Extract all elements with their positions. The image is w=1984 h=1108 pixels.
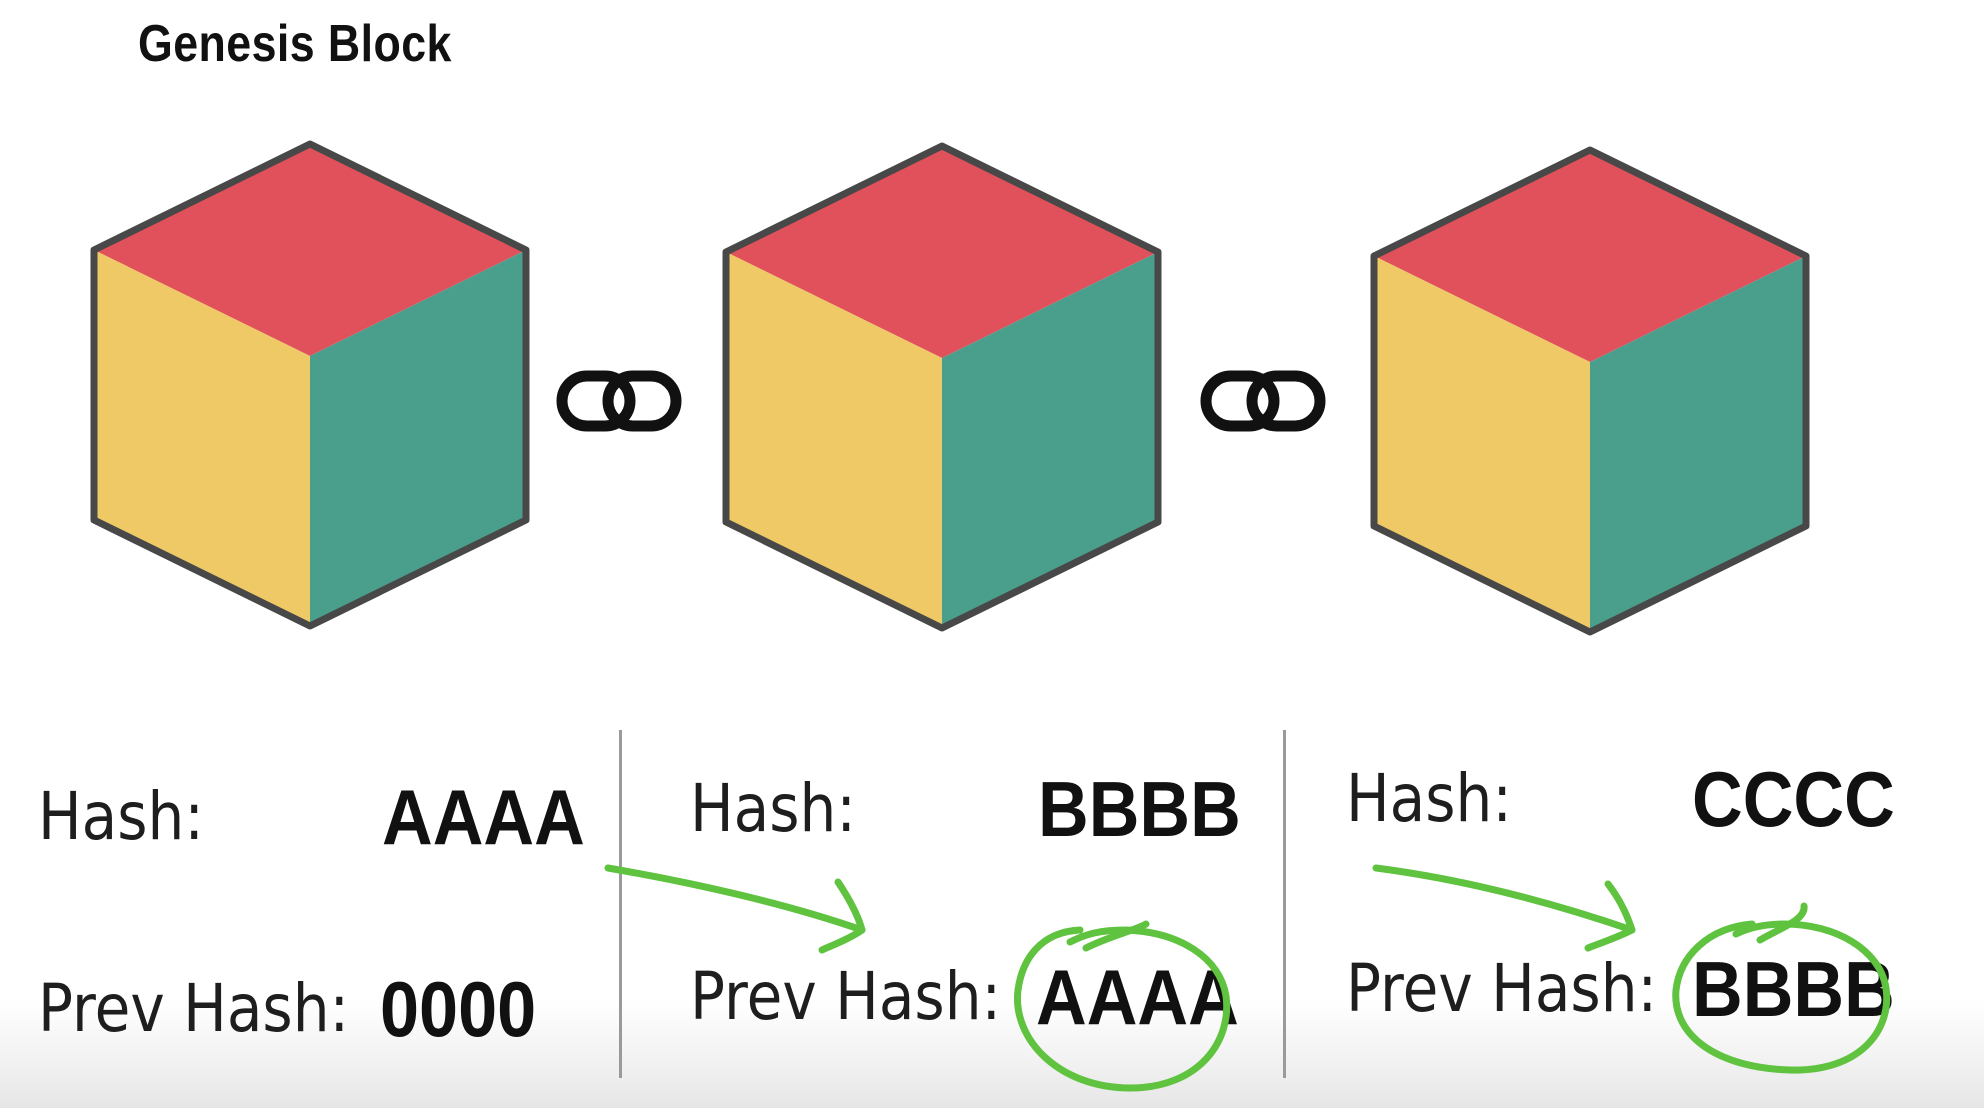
hash-label: Hash: — [1346, 760, 1512, 837]
hash-label: Hash: — [38, 778, 204, 855]
hash-label: Hash: — [690, 770, 856, 847]
prev-hash-label: Prev Hash: — [690, 958, 1002, 1035]
prev-hash-value: 0000 — [380, 965, 537, 1053]
prev-hash-value: BBBB — [1692, 945, 1895, 1033]
block-cube-3 — [1370, 146, 1810, 636]
circle-stroke-2b — [1756, 902, 1808, 944]
column-divider — [1283, 730, 1286, 1078]
hash-value: CCCC — [1692, 755, 1895, 843]
arrow-head-1 — [818, 878, 866, 954]
arrow-hash-to-prev-1 — [604, 864, 866, 934]
hash-value: BBBB — [1038, 765, 1241, 853]
prev-hash-label: Prev Hash: — [1346, 950, 1658, 1027]
chain-link-icon — [1200, 370, 1326, 432]
prev-hash-label: Prev Hash: — [38, 970, 350, 1047]
prev-hash-value: AAAA — [1036, 953, 1239, 1041]
block-cube-2 — [722, 142, 1162, 632]
circle-stroke-1b — [1082, 920, 1150, 952]
block-cube-1 — [90, 140, 530, 630]
genesis-block-title: Genesis Block — [138, 15, 452, 73]
chain-link-icon — [556, 370, 682, 432]
hash-value: AAAA — [382, 773, 585, 861]
column-divider — [619, 730, 622, 1078]
arrow-hash-to-prev-2 — [1372, 864, 1636, 934]
arrow-head-2 — [1584, 880, 1636, 952]
